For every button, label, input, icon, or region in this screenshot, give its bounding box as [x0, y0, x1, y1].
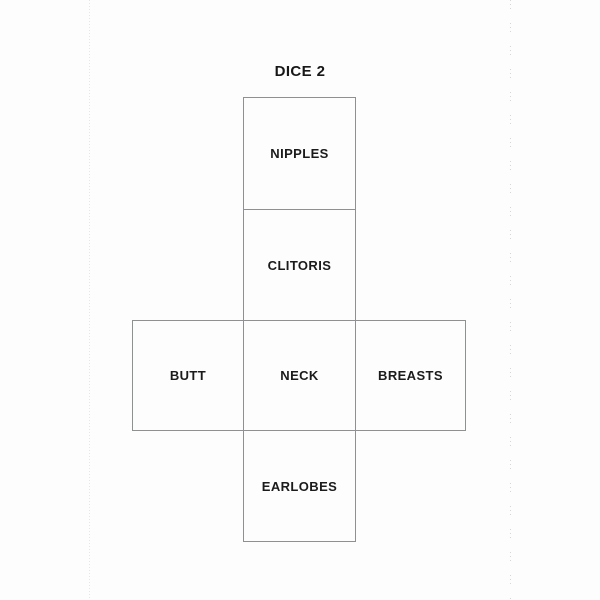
die-face-label: BUTT: [169, 368, 207, 383]
die-face-label: CLITORIS: [267, 257, 332, 273]
die-face-label: BREASTS: [378, 368, 443, 383]
die-face-breasts: BREASTS: [355, 320, 466, 431]
die-face-label: NIPPLES: [270, 146, 329, 161]
die-face-label: NECK: [280, 368, 319, 383]
die-face-nipples: NIPPLES: [243, 97, 356, 210]
die-face-neck: NECK: [243, 320, 356, 431]
die-face-butt: BUTT: [132, 320, 244, 431]
page-title: DICE 2: [274, 63, 326, 80]
left-perforation-dotted-line: [89, 0, 90, 600]
die-face-clitoris: CLITORIS: [243, 209, 356, 321]
die-face-label: EARLOBES: [261, 478, 338, 494]
right-perforation-dotted-line: [510, 0, 511, 600]
die-face-earlobes: EARLOBES: [243, 430, 356, 542]
